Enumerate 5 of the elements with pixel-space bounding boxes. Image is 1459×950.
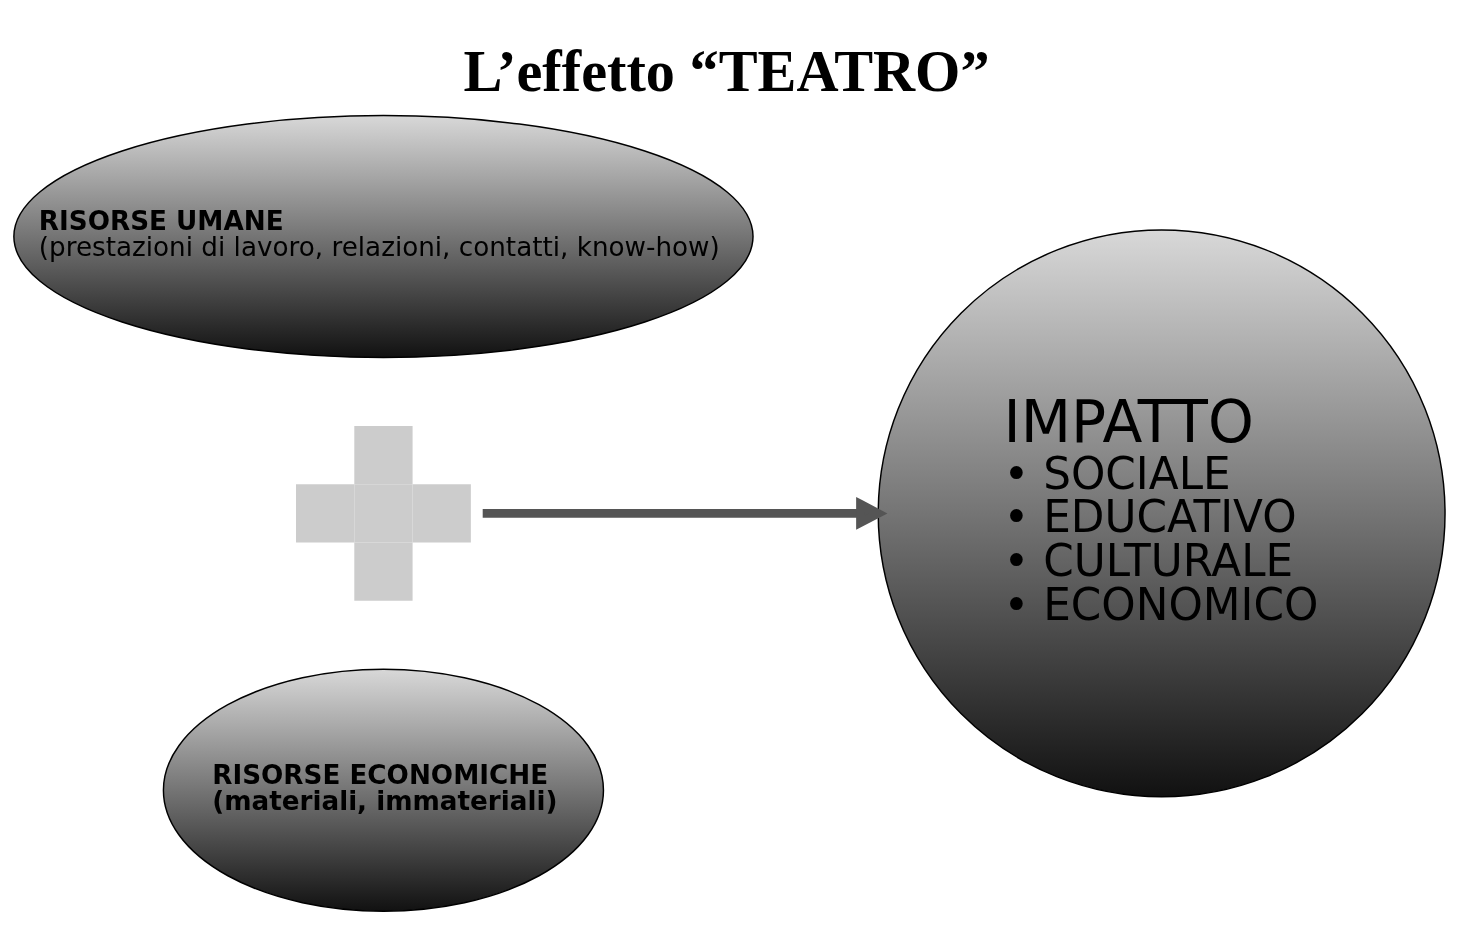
node-ellipse: RISORSE UMANE (prestazioni di lavoro, relazioni, contatti, know-how) — [13, 114, 754, 358]
arrow — [482, 496, 888, 530]
node-ellipse: RISORSE ECONOMICHE (materiali, immateriali) — [162, 668, 605, 912]
diagram-title: L’effetto “TEATRO” — [463, 38, 990, 104]
node-circle: IMPATTO • SOCIALE • EDUCATIVO • CULTURALE • ECONOMICO — [877, 228, 1446, 797]
